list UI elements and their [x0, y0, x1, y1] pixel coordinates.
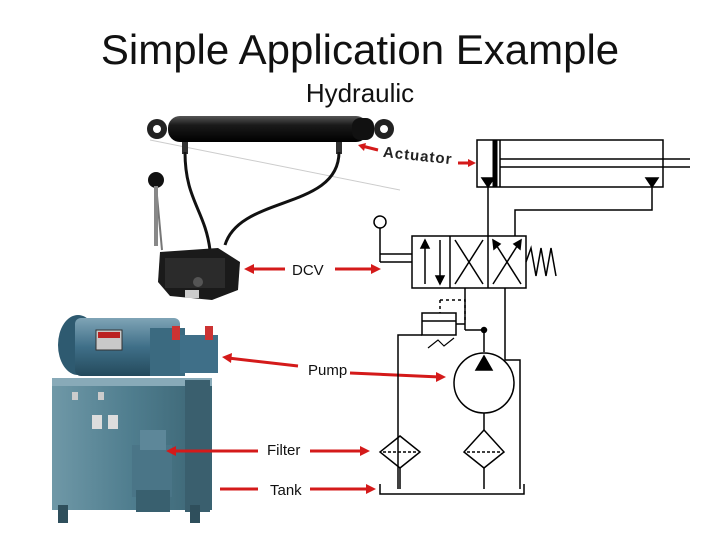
slide-subtitle: Hydraulic — [305, 78, 415, 108]
filter-symbol-right — [462, 428, 506, 489]
dcv-valve-photo — [158, 248, 240, 300]
hydraulic-hoses — [155, 151, 341, 251]
filter-arrow-right — [310, 446, 370, 456]
dcv-symbol — [373, 215, 557, 289]
tank-symbol — [379, 484, 525, 495]
pump-arrow-left — [222, 353, 299, 368]
power-unit-photo — [52, 315, 218, 523]
pump-symbol — [453, 352, 515, 430]
arrows — [166, 143, 476, 494]
hydraulic-schematic — [373, 139, 690, 495]
cylinder-symbol — [476, 139, 690, 189]
dcv-label: DCV — [292, 262, 324, 279]
dcv-arrow-left — [244, 264, 285, 274]
control-lever-photo — [148, 172, 164, 246]
actuator-arrow-right — [458, 159, 476, 167]
tank-arrow-right — [310, 484, 376, 494]
dcv-arrow-right — [335, 264, 381, 274]
filter-label: Filter — [267, 442, 301, 459]
actuator-cylinder-photo — [147, 116, 401, 191]
pump-arrow-right — [349, 371, 446, 382]
filter-symbol-left — [378, 435, 422, 489]
filter-arrow-left — [166, 446, 258, 456]
actuator-arrow-left — [358, 143, 379, 152]
tank-label: Tank — [270, 482, 302, 499]
slide-title: Simple Application Example — [100, 26, 620, 73]
pump-label: Pump — [308, 362, 348, 379]
